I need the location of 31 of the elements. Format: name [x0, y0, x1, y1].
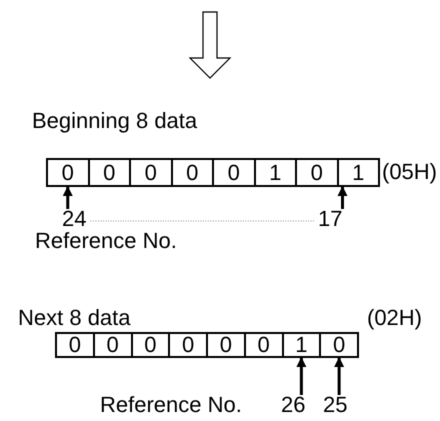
arrow — [334, 357, 344, 395]
bit-cell: 0 — [92, 332, 132, 358]
text-label: Next 8 data — [18, 307, 131, 329]
reference-number: 24 — [62, 208, 86, 230]
text-label: (05H) — [382, 161, 438, 183]
bit-cell: 0 — [55, 332, 95, 358]
bit-cell: 0 — [212, 158, 256, 187]
bit-cell: 0 — [295, 158, 338, 187]
text-label: Beginning 8 data — [32, 110, 198, 132]
bit-cell: 1 — [254, 158, 297, 187]
bit-cell: 0 — [244, 332, 284, 358]
text-label: Reference No. — [35, 230, 177, 252]
bit-cell: 0 — [129, 158, 172, 187]
text-label: Reference No. — [100, 394, 242, 416]
dotted-line — [90, 220, 314, 222]
bit-cell: 0 — [130, 332, 170, 358]
bit-cell: 0 — [46, 158, 90, 187]
reference-number: 26 — [281, 394, 306, 416]
text-label: (02H) — [367, 307, 422, 329]
bit-cell: 0 — [168, 332, 208, 358]
reference-number: 17 — [318, 208, 342, 230]
bit-cell: 0 — [319, 332, 359, 358]
bit-cell: 0 — [88, 158, 131, 187]
reference-number: 25 — [323, 394, 348, 416]
arrow — [296, 357, 306, 395]
bit-cell: 1 — [282, 332, 322, 358]
arrow — [337, 186, 348, 209]
arrow — [62, 186, 73, 209]
bit-cell: 0 — [206, 332, 246, 358]
bit-cell: 0 — [170, 158, 214, 187]
bit-cell: 1 — [336, 158, 380, 187]
